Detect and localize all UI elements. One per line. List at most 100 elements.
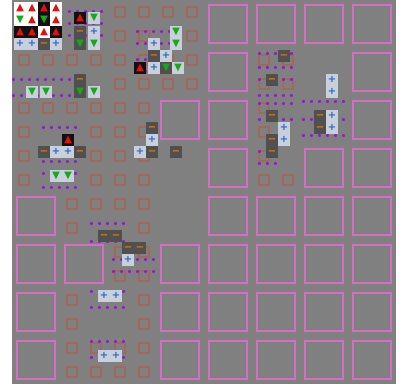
- wall-block: [256, 340, 296, 380]
- path-dot: [74, 172, 77, 175]
- path-dot: [98, 340, 101, 343]
- wall-block: [16, 196, 56, 236]
- plus-tile: +: [122, 254, 134, 266]
- path-dot: [302, 118, 305, 121]
- path-dot: [58, 126, 61, 129]
- down-arrow-tile: ▼: [170, 38, 182, 50]
- wall-block: [352, 148, 392, 188]
- path-dot: [136, 30, 139, 33]
- path-dot: [112, 258, 115, 261]
- plus-tile: +: [50, 146, 62, 158]
- crate-box: [18, 54, 30, 66]
- path-dot: [160, 30, 163, 33]
- path-dot: [290, 66, 293, 69]
- path-dot: [50, 126, 53, 129]
- up-arrow-tile: ▲: [26, 14, 38, 26]
- crate-box: [114, 126, 126, 138]
- path-dot: [74, 186, 77, 189]
- path-dot: [52, 78, 55, 81]
- plus-tile: +: [110, 290, 122, 302]
- wall-block: [160, 100, 200, 140]
- plus-tile: +: [148, 62, 160, 74]
- path-dot: [114, 306, 117, 309]
- crate-box: [162, 78, 174, 90]
- minus-tile: −: [146, 122, 158, 134]
- path-dot: [100, 22, 103, 25]
- crate-box: [114, 150, 126, 162]
- minus-tile: −: [134, 242, 146, 254]
- wall-block: [208, 148, 248, 188]
- plus-tile: +: [50, 38, 62, 50]
- wall-block: [304, 4, 344, 44]
- path-dot: [152, 258, 155, 261]
- path-dot: [274, 94, 277, 97]
- crate-box: [162, 6, 174, 18]
- path-dot: [122, 222, 125, 225]
- crate-box: [66, 294, 78, 306]
- down-arrow-tile: ▼: [88, 86, 100, 98]
- path-dot: [282, 102, 285, 105]
- path-dot: [68, 22, 71, 25]
- path-dot: [266, 94, 269, 97]
- plus-tile: +: [278, 122, 290, 134]
- wall-block: [304, 244, 344, 284]
- path-dot: [20, 78, 23, 81]
- down-arrow-tile: ▼: [170, 26, 182, 38]
- path-dot: [122, 290, 125, 293]
- minus-tile: −: [98, 230, 110, 242]
- path-dot: [274, 102, 277, 105]
- minus-tile: −: [146, 146, 158, 158]
- path-dot: [90, 290, 93, 293]
- wall-block: [352, 196, 392, 236]
- crate-box: [114, 198, 126, 210]
- path-dot: [68, 10, 71, 13]
- crate-box: [90, 126, 102, 138]
- path-dot: [60, 94, 63, 97]
- path-dot: [136, 258, 139, 261]
- crate-box: [90, 54, 102, 66]
- wall-block: [352, 52, 392, 92]
- up-arrow-tile: ▲: [14, 26, 26, 38]
- path-dot: [136, 270, 139, 273]
- crate-box: [186, 6, 198, 18]
- path-dot: [122, 340, 125, 343]
- wall-block: [352, 100, 392, 140]
- wall-block: [352, 340, 392, 380]
- up-arrow-tile: ▲: [50, 26, 62, 38]
- wall-block: [352, 292, 392, 332]
- wall-block: [256, 292, 296, 332]
- wall-block: [304, 292, 344, 332]
- wall-block: [256, 4, 296, 44]
- crate-box: [66, 342, 78, 354]
- path-dot: [98, 222, 101, 225]
- path-dot: [282, 78, 285, 81]
- path-dot: [274, 66, 277, 69]
- minus-tile: −: [74, 74, 86, 86]
- crate-box: [282, 174, 294, 186]
- path-dot: [290, 52, 293, 55]
- path-dot: [90, 306, 93, 309]
- path-dot: [282, 94, 285, 97]
- crate-box: [18, 102, 30, 114]
- crate-box: [186, 78, 198, 90]
- crate-box: [186, 30, 198, 42]
- plus-tile: +: [14, 38, 26, 50]
- plus-tile: +: [134, 146, 146, 158]
- wall-block: [208, 4, 248, 44]
- path-dot: [42, 186, 45, 189]
- wall-block: [16, 340, 56, 380]
- up-arrow-tile: ▲: [26, 2, 38, 14]
- crate-box: [66, 54, 78, 66]
- path-dot: [160, 42, 163, 45]
- path-dot: [114, 222, 117, 225]
- path-dot: [144, 30, 147, 33]
- path-dot: [258, 78, 261, 81]
- down-arrow-tile: ▼: [62, 170, 74, 182]
- path-dot: [266, 162, 269, 165]
- path-dot: [258, 102, 261, 105]
- up-arrow-tile: ▲: [74, 12, 86, 24]
- plus-tile: +: [326, 110, 338, 122]
- path-dot: [42, 126, 45, 129]
- path-dot: [42, 160, 45, 163]
- down-arrow-tile: ▼: [88, 12, 100, 24]
